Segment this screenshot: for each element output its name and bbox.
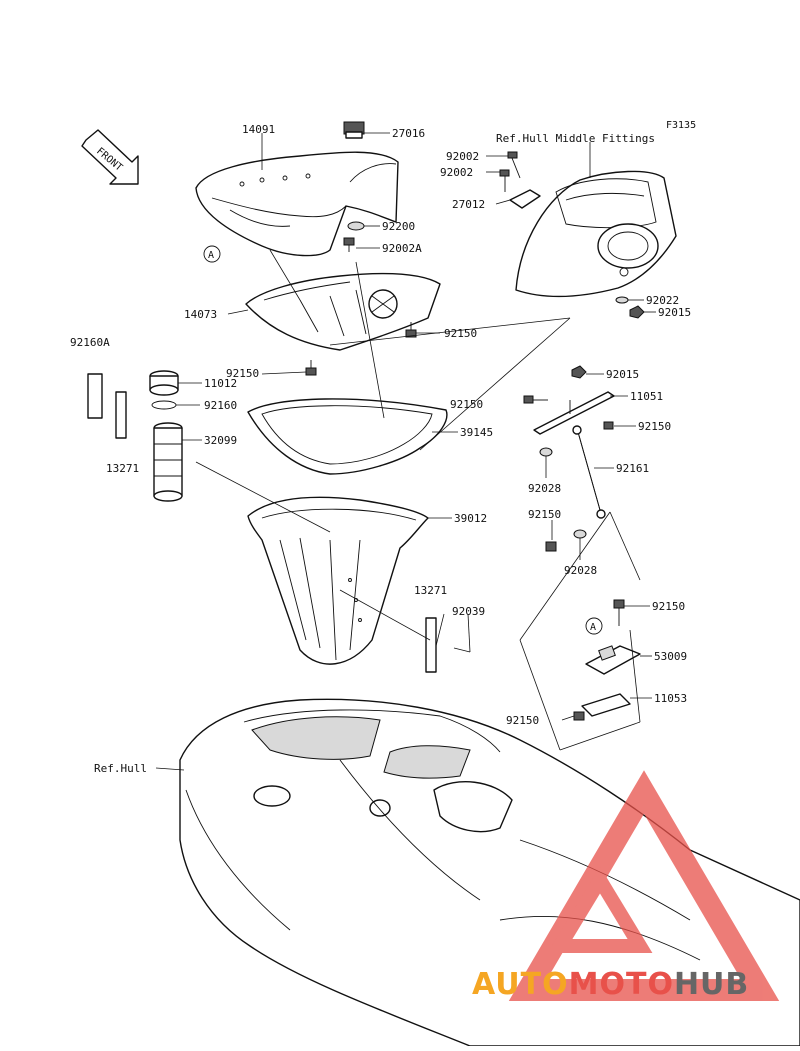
bolt-92150-a <box>405 322 417 338</box>
label-92150-b: 92150 <box>226 367 259 380</box>
label-92150-a: 92150 <box>444 327 477 340</box>
label-92150-d: 92150 <box>638 420 671 433</box>
label-92150-c: 92150 <box>450 398 483 411</box>
label-27016: 27016 <box>392 127 425 140</box>
diagram-code: F3135 <box>666 120 696 131</box>
label-14091: 14091 <box>242 123 275 136</box>
ref-hull-middle-label: Ref.Hull Middle Fittings <box>496 132 655 145</box>
label-92200: 92200 <box>382 220 415 233</box>
svg-text:A: A <box>590 622 596 633</box>
label-92160: 92160 <box>204 399 237 412</box>
gas-spring-92161 <box>572 425 606 519</box>
front-arrow-icon: FRONT <box>81 129 139 185</box>
watermark-auto: AUTO <box>472 967 569 1002</box>
label-92002-a: 92002 <box>446 150 479 163</box>
seat-cover-14091 <box>195 151 399 257</box>
bolt-92150-d <box>603 421 614 430</box>
svg-text:A: A <box>208 250 214 261</box>
ref-hull-label: Ref.Hull <box>94 762 147 775</box>
hull <box>179 698 800 1047</box>
pin-92039 <box>453 647 471 653</box>
label-13271-a: 13271 <box>106 462 139 475</box>
leader-lines <box>155 132 656 771</box>
nut-92015-a <box>629 305 645 319</box>
bolt-92150-f <box>613 599 625 626</box>
watermark-moto: MOTO <box>569 967 674 1002</box>
label-27012: 27012 <box>452 198 485 211</box>
bracket-27012 <box>509 189 541 209</box>
pad-92160a <box>87 373 103 419</box>
tube-32099 <box>153 422 183 502</box>
pad-13271-a <box>115 391 127 439</box>
pad-13271-b <box>425 617 437 673</box>
label-92039: 92039 <box>452 605 485 618</box>
watermark-logo <box>508 770 780 1001</box>
bolt-92002-a <box>507 151 521 179</box>
label-39145: 39145 <box>460 426 493 439</box>
ring-92160 <box>151 400 177 410</box>
part-labels: Ref.Hull Middle Fittings Ref.Hull 14091 … <box>70 123 691 775</box>
hull-middle-fittings <box>515 170 677 298</box>
label-92028-b: 92028 <box>564 564 597 577</box>
bolt-92150-c <box>523 395 548 404</box>
storage-tray-14073 <box>245 272 441 351</box>
label-92150-g: 92150 <box>506 714 539 727</box>
latch-53009 <box>585 645 641 675</box>
bolt-92150-b <box>305 360 317 376</box>
bolt-92002a <box>343 237 355 252</box>
label-92022: 92022 <box>646 294 679 307</box>
label-39012: 39012 <box>454 512 487 525</box>
storage-bucket-39012 <box>247 496 429 665</box>
washer-92022 <box>615 296 629 304</box>
label-11053: 11053 <box>654 692 687 705</box>
label-92150-f: 92150 <box>652 600 685 613</box>
marker-a-right: A <box>585 617 603 635</box>
washer-92200 <box>347 221 365 231</box>
label-53009: 53009 <box>654 650 687 663</box>
bolt-92150-g <box>573 711 585 721</box>
label-92002a: 92002A <box>382 242 422 255</box>
label-92028-a: 92028 <box>528 482 561 495</box>
label-92002-b: 92002 <box>440 166 473 179</box>
collar-92028-b <box>573 529 587 539</box>
bolt-92002-b <box>499 169 510 192</box>
label-92161: 92161 <box>616 462 649 475</box>
label-13271-b: 13271 <box>414 584 447 597</box>
label-92015-b: 92015 <box>606 368 639 381</box>
label-14073: 14073 <box>184 308 217 321</box>
label-92160a: 92160A <box>70 336 110 349</box>
watermark-hub: HUB <box>674 967 749 1002</box>
collar-92028-a <box>539 447 553 457</box>
label-11051: 11051 <box>630 390 663 403</box>
label-92015-a: 92015 <box>658 306 691 319</box>
gasket-39145 <box>247 398 448 475</box>
label-11012: 11012 <box>204 377 237 390</box>
label-32099: 32099 <box>204 434 237 447</box>
marker-a-left: A <box>203 245 221 263</box>
bolt-92150-e <box>545 541 557 552</box>
nut-92015-b <box>571 365 587 379</box>
svg-text:AUTOMOTOHUB: AUTOMOTOHUB <box>472 967 749 1002</box>
plate-11053 <box>581 693 631 717</box>
cap-11012 <box>149 370 179 396</box>
clip-27016 <box>343 121 365 139</box>
label-92150-e: 92150 <box>528 508 561 521</box>
